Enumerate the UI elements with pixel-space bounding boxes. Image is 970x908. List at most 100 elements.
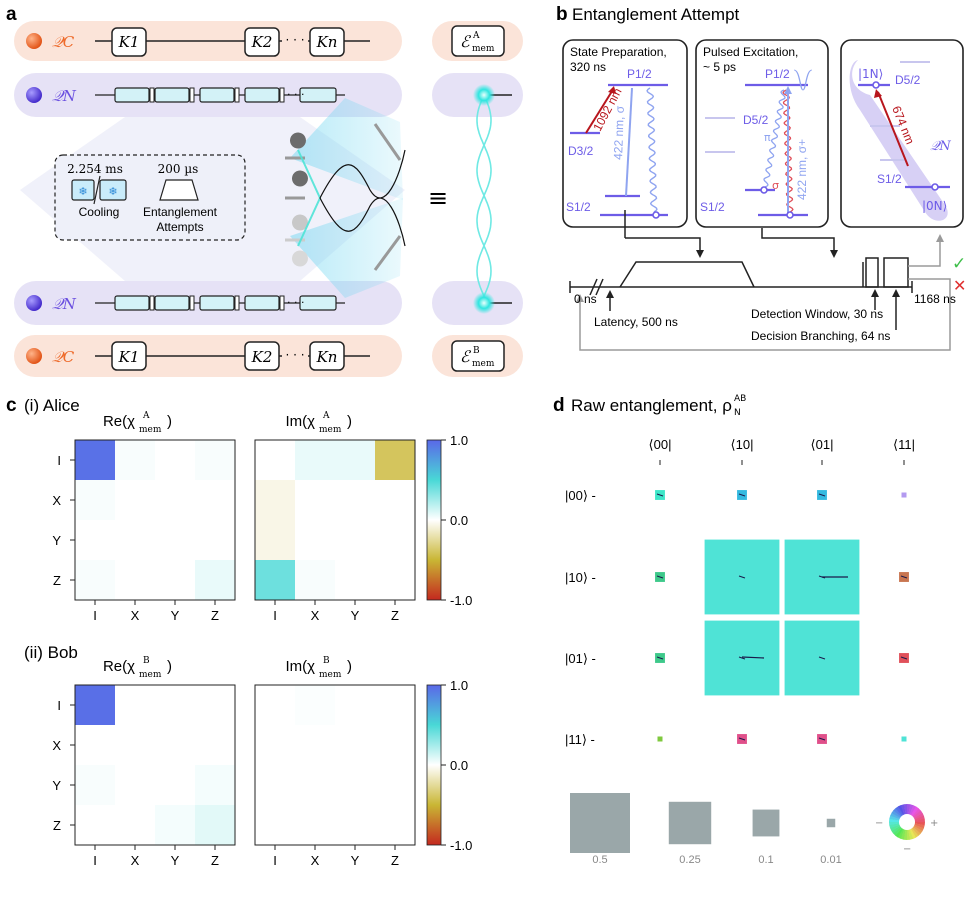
- cooling-label: Cooling: [79, 205, 120, 219]
- heatmap-title-close: ): [347, 658, 352, 675]
- pi-label: π: [764, 131, 771, 144]
- panel-b-title: Entanglement Attempt: [572, 5, 740, 24]
- detect-slot: [149, 87, 155, 103]
- heatmap-title-sub: mem: [139, 425, 162, 435]
- phase-needle: [738, 656, 746, 660]
- phase-needle: [818, 493, 826, 497]
- attempt-block: [244, 295, 280, 311]
- heatmap-cell: [75, 560, 115, 600]
- heatmap-cell: [155, 480, 195, 520]
- qn-ion-bottom: [26, 295, 42, 311]
- heatmap-title: Im(χ: [285, 413, 315, 430]
- scale-label: 0.25: [679, 854, 700, 866]
- panel-d-letter: d: [553, 395, 565, 416]
- fiber: [319, 197, 406, 247]
- box1-title-2: 320 ns: [570, 60, 606, 74]
- decision-label: Decision Branching, 64 ns: [751, 329, 890, 343]
- heatmap-cell: [375, 805, 415, 845]
- heatmap-cell: [115, 520, 155, 560]
- heatmap-cell: [75, 765, 115, 805]
- detection-label: Detection Window, 30 ns: [751, 307, 883, 321]
- qubit-box: [840, 39, 964, 228]
- heatmap-cell: [295, 440, 335, 480]
- bra-label: ⟨01|: [811, 437, 834, 452]
- y-tick-label: Y: [52, 778, 61, 793]
- y-tick-label: I: [57, 698, 61, 713]
- entanglement-link: [473, 84, 512, 314]
- phase-needle: [656, 493, 664, 497]
- scale-square: [668, 801, 712, 845]
- attempt-block: [114, 295, 150, 311]
- heatmap-cell: [75, 520, 115, 560]
- heatmap-cell: [295, 765, 335, 805]
- detect-slot: [279, 295, 285, 311]
- heatmap-cell: [295, 685, 335, 725]
- qn-attempt-blocks-bottom: · · ·: [95, 295, 345, 311]
- hinton-cell: [657, 736, 663, 742]
- kn-gate-label-b: Kn: [316, 348, 338, 366]
- attempt-block: [199, 87, 235, 103]
- ket-label: |00⟩ -: [565, 488, 596, 503]
- heatmap-title: Im(χ: [285, 658, 315, 675]
- heatmap-cell: [115, 685, 155, 725]
- heatmap-cell: [375, 560, 415, 600]
- level-d32: D3/2: [568, 144, 594, 158]
- heatmap-cell: [115, 440, 155, 480]
- emem-sub-a: mem: [472, 44, 495, 54]
- bra-label: ⟨00|: [649, 437, 672, 452]
- phase-needle: [656, 575, 664, 579]
- heatmap-cell: [155, 560, 195, 600]
- detector-icon: [292, 170, 308, 187]
- heatmap-title-sup: B: [323, 656, 330, 666]
- equiv-sign: ≡: [428, 184, 448, 212]
- heatmap-title-sup: A: [322, 411, 330, 421]
- x-tick-label: I: [273, 853, 277, 868]
- y-tick-label: X: [52, 738, 61, 753]
- heatmap-cell: [255, 685, 295, 725]
- heatmap-cell: [195, 520, 235, 560]
- x-tick-label: I: [273, 608, 277, 623]
- ket-label: |10⟩ -: [565, 570, 596, 585]
- heatmap-cell: [195, 765, 235, 805]
- panel-d-title-sup: AB: [734, 394, 746, 404]
- k2-gate-label-b: K2: [251, 348, 273, 366]
- heatmap-cell: [255, 765, 295, 805]
- heatmap-cell: [375, 520, 415, 560]
- t0-label: 0 ns: [574, 292, 597, 306]
- fiber: [319, 149, 406, 199]
- heatmap-cell: [115, 560, 155, 600]
- phase-wheel-icon: − + −: [875, 804, 938, 855]
- colorbar-tick-label: 1.0: [450, 678, 468, 693]
- heatmap-cell: [295, 725, 335, 765]
- alice-label: (i) Alice: [24, 396, 80, 415]
- colorbar-tick-label: 0.0: [450, 513, 468, 528]
- y-tick-label: I: [57, 453, 61, 468]
- ket-1n: |1N⟩: [858, 67, 883, 81]
- x-tick-label: X: [131, 608, 140, 623]
- panel-d-title: Raw entanglement, ρ: [571, 396, 732, 415]
- svg-text:· · ·: · · ·: [287, 88, 304, 101]
- emem-sub-b: mem: [472, 359, 495, 369]
- heatmap-cell: [195, 725, 235, 765]
- svg-text:· · ·: · · ·: [285, 33, 304, 47]
- scale-square: [570, 793, 630, 853]
- heatmap-cell: [255, 440, 295, 480]
- kn-gate-label: Kn: [316, 33, 338, 51]
- heatmap-cell: [75, 725, 115, 765]
- heatmap-title: Re(χ: [103, 658, 135, 675]
- svg-text:−: −: [875, 818, 883, 829]
- colorbar-tick-label: 1.0: [450, 433, 468, 448]
- heatmap-title: Re(χ: [103, 413, 135, 430]
- level-s12-b: S1/2: [700, 200, 725, 214]
- panel-b-letter: b: [556, 4, 568, 25]
- heatmap-cell: [335, 480, 375, 520]
- cooling-block-1: [71, 179, 95, 201]
- k2-gate-label: K2: [251, 33, 273, 51]
- cooling-block-2: [99, 179, 127, 201]
- colorbar: [426, 439, 442, 601]
- detect-slot: [234, 87, 240, 103]
- svg-text:· · ·: · · ·: [287, 296, 304, 309]
- heatmap-cell: [155, 805, 195, 845]
